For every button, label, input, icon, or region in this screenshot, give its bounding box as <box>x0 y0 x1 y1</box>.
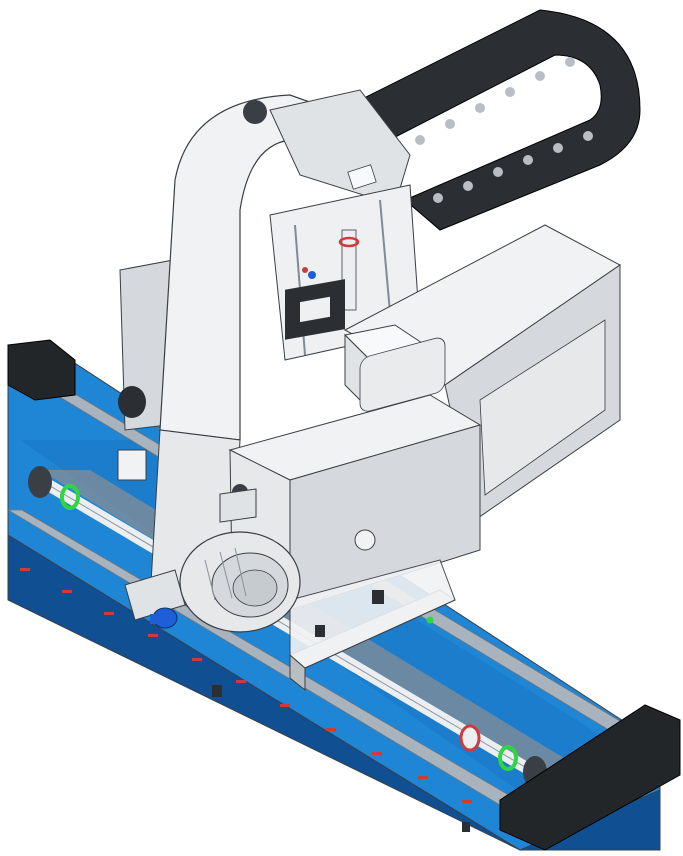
cable-chain-bolts <box>415 57 593 203</box>
end-block-right <box>499 704 681 851</box>
bearing-ring-right <box>498 745 518 771</box>
bed-side-marks <box>20 568 472 803</box>
vertical-ballscrew <box>341 229 357 311</box>
motor-mount <box>124 569 186 621</box>
cable-chain <box>329 9 641 231</box>
column-top-motor <box>243 100 267 124</box>
motor-terminal-box <box>219 488 257 523</box>
column-feet <box>117 386 470 832</box>
spindle-port <box>354 529 376 551</box>
end-block-left <box>7 339 76 401</box>
cable-chain-body <box>329 9 641 231</box>
bearing-ring-left <box>60 484 80 510</box>
carriage-frame <box>289 559 456 669</box>
end-blocks <box>7 339 681 851</box>
column-head <box>269 89 411 206</box>
servo-motor <box>124 488 301 633</box>
housing-panel <box>479 319 606 496</box>
ballscrew-nut-red <box>459 724 481 752</box>
support-bearing-left <box>28 466 52 498</box>
carriage <box>289 559 457 692</box>
